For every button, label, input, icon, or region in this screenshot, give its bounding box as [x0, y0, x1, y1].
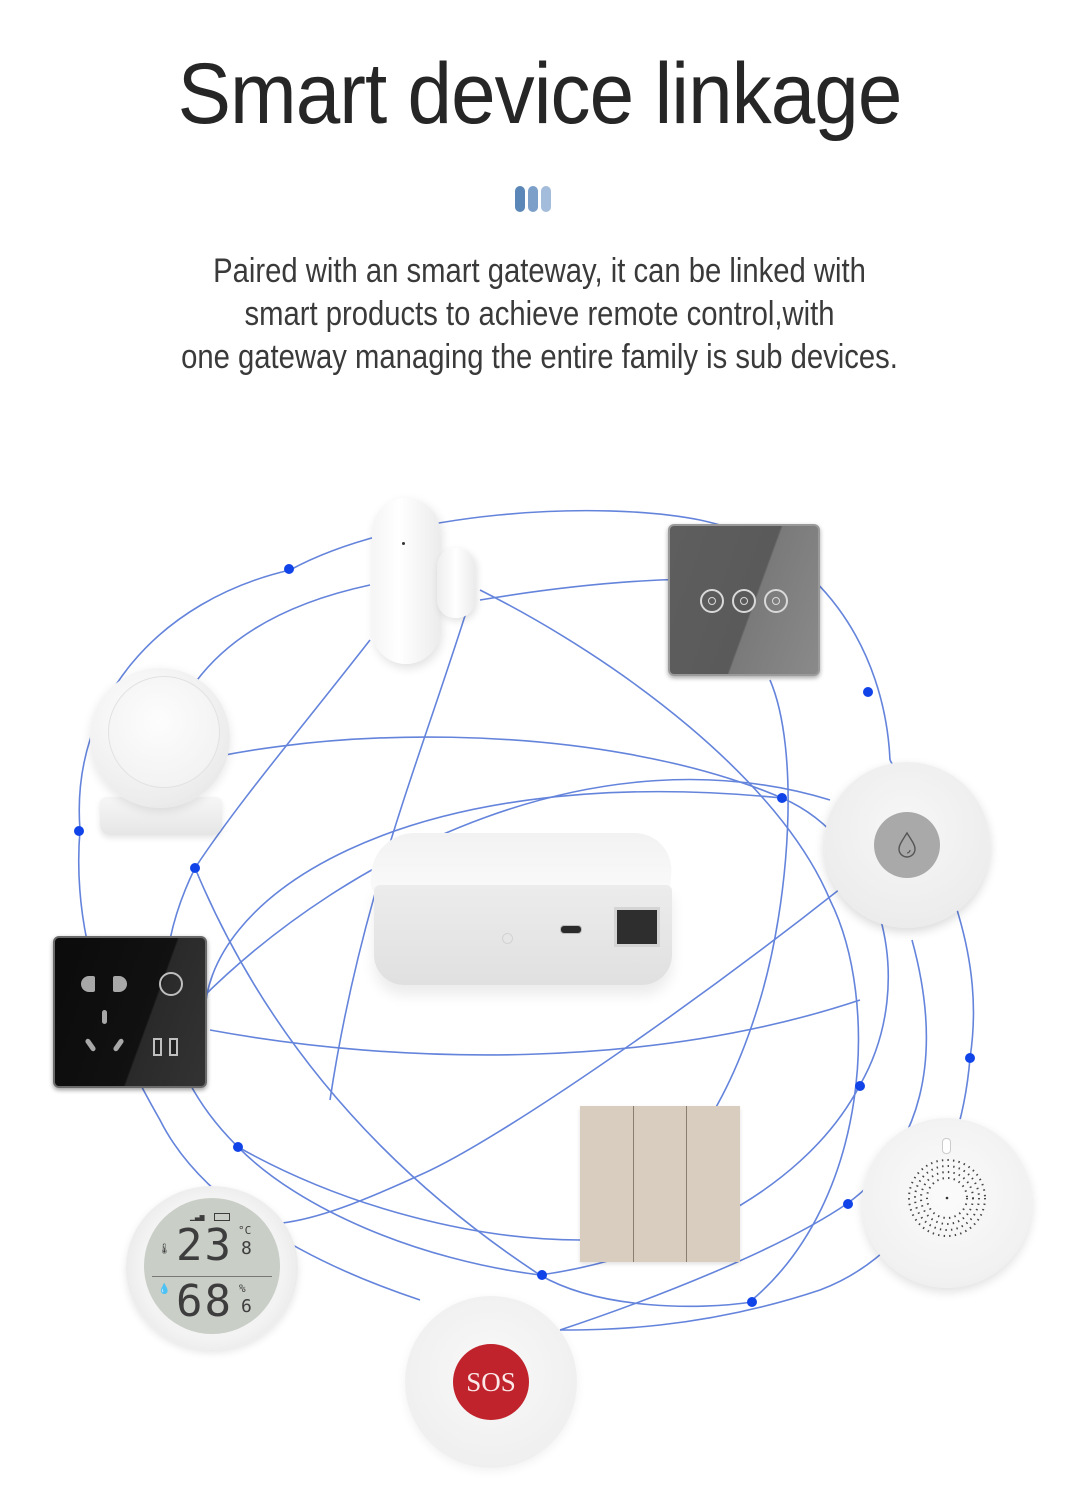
socket-hole-icon [102, 1010, 107, 1024]
humidity-unit: % [239, 1282, 246, 1295]
temp-humidity-sensor[interactable]: ▁▃▅ 🌡 23 °C 8 💧 68 % 6 [126, 1186, 298, 1350]
sos-button-device[interactable]: SOS [405, 1296, 577, 1468]
network-node [284, 564, 294, 574]
usb-port-icon [560, 925, 582, 934]
lcd-divider [152, 1276, 272, 1277]
water-drop-icon [898, 831, 916, 858]
network-node [777, 793, 787, 803]
touch-button-icon[interactable] [159, 972, 183, 996]
humidity-decimal: 6 [241, 1296, 252, 1317]
gateway-top [369, 833, 675, 893]
touch-button-icon[interactable] [764, 589, 788, 613]
description-line: Paired with an smart gateway, it can be … [213, 252, 866, 290]
socket-hole-icon [84, 1037, 97, 1053]
network-node [537, 1270, 547, 1280]
water-drop-button [874, 812, 940, 878]
socket-hole-icon [112, 1037, 125, 1053]
humidity-icon: 💧 [158, 1284, 171, 1295]
network-node [843, 1199, 853, 1209]
temperature-value: 23 [176, 1220, 233, 1271]
switch-gang[interactable] [634, 1106, 688, 1262]
motion-sensor-lens [108, 676, 220, 788]
description: Paired with an smart gateway, it can be … [76, 250, 1004, 379]
gateway-front [374, 885, 672, 985]
thermometer-icon: 🌡 [158, 1244, 171, 1255]
touch-button-icon[interactable] [732, 589, 756, 613]
battery-icon [214, 1213, 230, 1221]
reset-button-icon [502, 933, 513, 944]
accent-bar [528, 186, 538, 212]
description-line: smart products to achieve remote control… [244, 295, 835, 333]
usb-port-icon [153, 1038, 162, 1056]
motion-sensor-body [90, 668, 230, 808]
description-line: one gateway managing the entire family i… [181, 338, 898, 376]
socket-hole-icon [81, 976, 95, 992]
temperature-decimal: 8 [241, 1238, 252, 1259]
speaker-grille-icon [908, 1159, 986, 1237]
status-led-icon [942, 1138, 951, 1154]
humidity-value: 68 [176, 1276, 233, 1327]
usb-port-icon [169, 1038, 178, 1056]
network-node [863, 687, 873, 697]
water-leak-sensor[interactable] [824, 762, 990, 928]
ethernet-port-icon [614, 907, 660, 947]
network-node [190, 863, 200, 873]
touch-button-icon[interactable] [700, 589, 724, 613]
wall-socket[interactable] [53, 936, 207, 1088]
network-node [965, 1053, 975, 1063]
door-sensor-body [372, 498, 440, 664]
temperature-unit: °C [238, 1224, 252, 1237]
network-node [233, 1142, 243, 1152]
switch-gang[interactable] [580, 1106, 634, 1262]
network-node [747, 1297, 757, 1307]
socket-hole-icon [113, 976, 127, 992]
smoke-detector[interactable] [862, 1118, 1032, 1288]
signal-icon: ▁▃▅ [190, 1212, 205, 1221]
touch-switch[interactable] [668, 524, 820, 676]
sos-button[interactable]: SOS [453, 1344, 529, 1420]
accent-bar [541, 186, 551, 212]
page-title: Smart device linkage [177, 46, 903, 142]
accent-bar [515, 186, 525, 212]
door-sensor-magnet [437, 548, 475, 618]
indicator-dot [402, 542, 405, 545]
accent-bars [515, 186, 560, 214]
network-node [855, 1081, 865, 1091]
wall-switch[interactable] [580, 1106, 740, 1262]
switch-gang[interactable] [687, 1106, 740, 1262]
network-node [74, 826, 84, 836]
lcd-display: ▁▃▅ 🌡 23 °C 8 💧 68 % 6 [144, 1198, 280, 1334]
